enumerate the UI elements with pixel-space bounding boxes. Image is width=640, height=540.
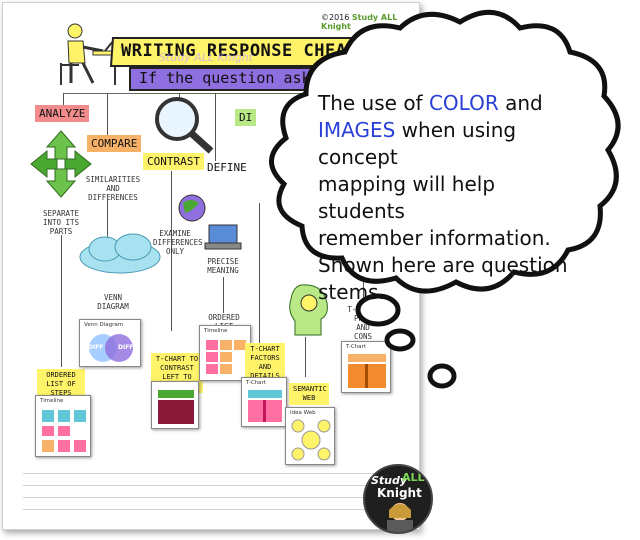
pros-cons-icon [348,354,386,388]
lightbulb-head-icon [289,284,328,336]
tchart-icon [158,390,194,424]
copyright-text: ©2016 Study ALL Knight [321,13,398,31]
arrows-icon [30,130,92,198]
bubble-message: The use of COLOR and IMAGES when using c… [318,90,588,306]
ordered-list-icon [206,340,246,374]
analyze-description: SEPARATE INTO ITS PARTS [42,209,80,236]
connector-line [223,277,224,313]
steps-card: Timeline [35,395,91,457]
connector-line [61,235,62,367]
venn-card: Venn Diagram DIFF DIFF [79,319,141,367]
category-compare: COMPARE [87,135,142,152]
color-highlight: COLOR [428,91,499,115]
logo-study-text: Study [371,474,408,487]
card-title: Idea Web [290,410,316,416]
bubble-line: mapping will help students [318,172,496,223]
category-contrast: CONTRAST [143,153,204,170]
bubble-line: Shown here are question [318,253,568,277]
ordered-list-card: Timeline [199,325,251,381]
define-description: PRECISE MEANING [207,257,239,275]
connector-line [305,337,306,377]
card-title: Timeline [40,398,64,404]
analyze-output-label: ORDERED LIST OF STEPS [37,369,85,400]
tchart-factors-icon [248,390,282,422]
tchart-factors-card: T-Chart [241,377,287,427]
connector-line [107,195,108,255]
connector-line [259,203,260,343]
compare-description: SIMILARITIES AND DIFFERENCES [85,175,141,202]
compare-output-label: VENN DIAGRAM [97,293,129,311]
connector-line [363,263,364,303]
study-all-knight-logo: Study ALL Knight [363,464,433,534]
logo-knight-text: Knight [377,486,422,500]
idea-web-icon [291,419,331,461]
connector-line [171,171,172,331]
card-title: T-Chart [246,380,266,386]
steps-icon [42,410,86,452]
venn-diagram-icon [89,334,133,362]
connector-line [215,93,216,161]
ruled-line [23,497,403,498]
ruled-line [23,485,403,486]
di-output-label: T-CHART FACTORS AND DETAILS [245,343,285,383]
connector-line [63,93,403,94]
bubble-line: IMAGES when using concept [318,118,517,169]
magnifier-icon [155,97,214,154]
ruled-line [23,473,403,474]
tchart-card [151,381,199,429]
category-analyze: ANALYZE [35,105,90,122]
category-define: DEFINE [207,161,247,174]
sheet-subtitle: If the question asks you [139,69,356,87]
images-highlight: IMAGES [318,118,396,142]
idea-web-card: Idea Web [285,407,335,465]
globe-icon [178,194,206,222]
pros-cons-card: T-Chart [341,341,391,393]
venn-left-label: DIFF [88,344,104,351]
card-title: Venn Diagram [84,322,124,328]
connector-line [63,93,64,105]
bubble-line: remember information. [318,226,551,250]
laptop-icon [204,224,242,250]
card-title: T-Chart [346,344,366,350]
cloud-icon [79,233,161,274]
watermark: Study ALL Knight [159,51,254,64]
knight-avatar-icon [387,503,413,532]
bubble-line: The use of COLOR and [318,91,543,115]
venn-right-label: DIFF [118,344,134,351]
connector-line [107,93,108,135]
ruled-line [23,509,403,510]
semantic-web-label: SEMANTIC WEB [289,383,329,405]
logo-all-text: ALL [402,471,425,484]
card-title: Timeline [204,328,228,334]
student-desk-icon [60,23,122,85]
contrast-description: EXAMINE DIFFERENCES ONLY [153,229,203,256]
bubble-line: stems. [318,280,385,304]
category-di: DI [235,109,257,126]
